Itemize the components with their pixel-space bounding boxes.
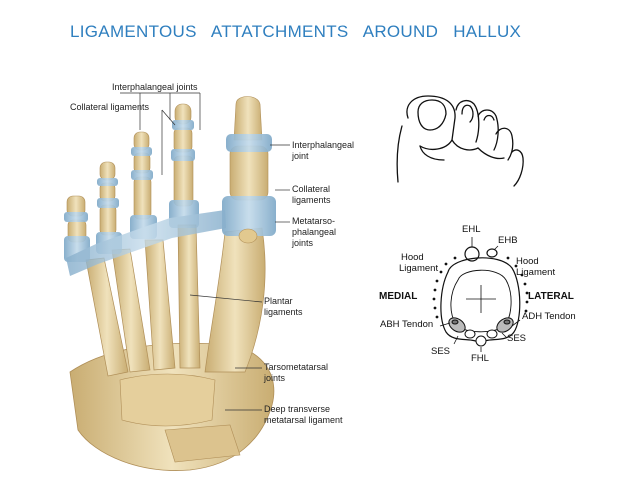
- label-plantar-ligaments-2: ligaments: [264, 307, 303, 317]
- label-fhl: FHL: [471, 353, 489, 364]
- leader-lines: [120, 92, 290, 411]
- sesamoids: [448, 317, 514, 347]
- label-interphalangeal-joint-2: joint: [292, 151, 309, 161]
- hood-ligament-dots: [432, 256, 529, 319]
- label-hood-ligament-left-1: Hood: [401, 252, 424, 263]
- label-collateral-ligaments-right-1: Collateral: [292, 184, 331, 194]
- label-interphalangeal-joint-1: Interphalangeal: [292, 140, 355, 150]
- tarsal-bones: [69, 342, 275, 471]
- toes-sketch: [396, 95, 524, 187]
- label-mtp-joints-2: phalangeal: [292, 227, 337, 237]
- label-tarsometatarsal-joints-2: joints: [264, 373, 286, 383]
- label-hood-ligament-left-2: Ligament: [399, 263, 439, 274]
- label-adh-tendon: ADH Tendon: [522, 311, 576, 322]
- label-collateral-ligaments-right-2: ligaments: [292, 195, 331, 205]
- label-mtp-joints-3: joints: [292, 238, 314, 248]
- ligaments: [64, 120, 276, 276]
- label-tarsometatarsal-joints-1: Tarsometatarsal: [264, 362, 329, 372]
- cross-section-leaders: [439, 237, 521, 352]
- label-medial: MEDIAL: [379, 291, 418, 302]
- label-abh-tendon: ABH Tendon: [380, 319, 434, 330]
- label-collateral-ligaments-left: Collateral ligaments: [70, 102, 150, 112]
- label-ses-left: SES: [431, 346, 451, 357]
- label-plantar-ligaments-1: Plantar: [264, 296, 293, 306]
- label-hood-ligament-right-1: Hood: [516, 256, 539, 267]
- label-deep-transverse-1: Deep transverse: [264, 404, 331, 414]
- label-ehl: EHL: [462, 224, 481, 235]
- label-interphalangeal-joints: Interphalangeal joints: [112, 82, 198, 92]
- slide-title: LIGAMENTOUS ATTATCHMENTS AROUND HALLUX: [70, 22, 522, 41]
- label-hood-ligament-right-2: Ligament: [516, 267, 556, 278]
- label-ehb: EHB: [498, 235, 518, 246]
- label-mtp-joints-1: Metatarso-: [292, 216, 336, 226]
- label-deep-transverse-2: metatarsal ligament: [264, 415, 343, 425]
- label-ses-right: SES: [507, 333, 527, 344]
- label-lateral: LATERAL: [528, 291, 574, 302]
